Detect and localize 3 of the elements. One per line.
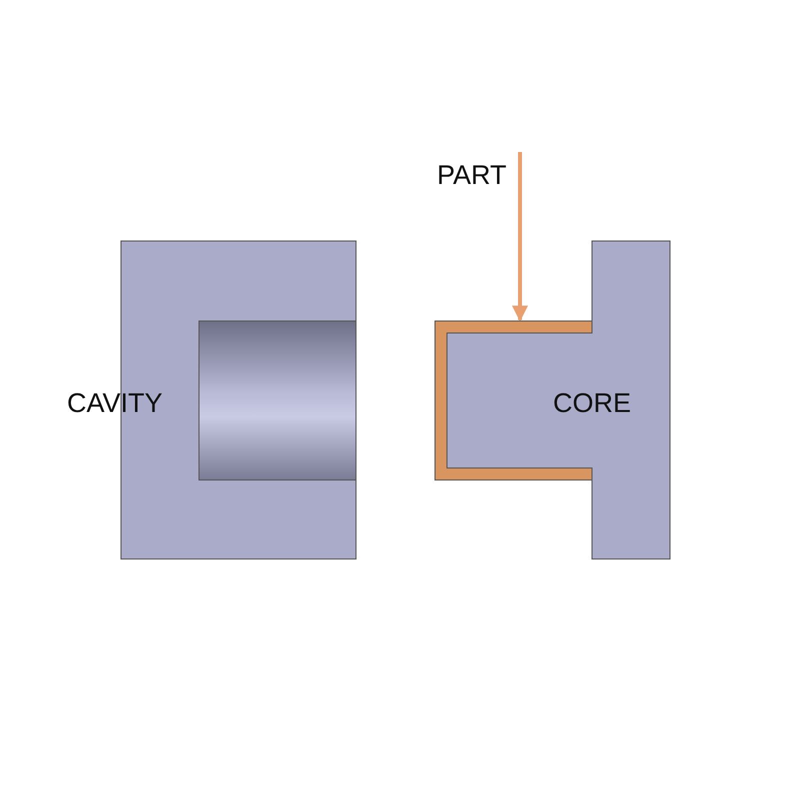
part-label: PART	[437, 160, 507, 190]
arrow	[512, 152, 528, 322]
core-label: CORE	[553, 388, 632, 418]
